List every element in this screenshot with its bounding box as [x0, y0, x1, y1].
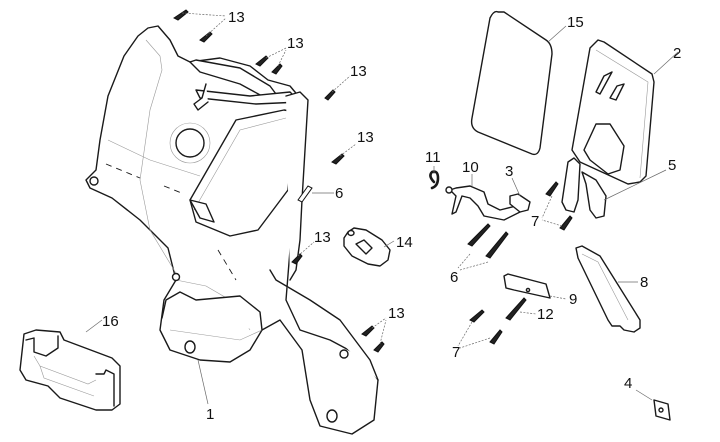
callout-3: 3	[505, 163, 513, 180]
callout-labels: 13 13 13 13 6 13 14 13 16 1 15 2 11 10 3…	[102, 9, 681, 423]
callout-13: 13	[228, 9, 245, 26]
callout-9: 9	[569, 291, 577, 308]
callout-13: 13	[388, 305, 405, 322]
callout-13: 13	[314, 229, 331, 246]
callout-12: 12	[537, 306, 554, 323]
part-16-storage-insert[interactable]	[19, 329, 121, 411]
screw-13-c	[255, 55, 269, 67]
callout-13: 13	[350, 63, 367, 80]
callout-5: 5	[668, 157, 676, 174]
part-1-inner-shield[interactable]	[85, 25, 379, 435]
part-15-door-panel[interactable]	[470, 10, 553, 156]
screw-6-b	[467, 223, 491, 247]
screw-6-c	[485, 231, 509, 259]
screw-13-h	[361, 325, 375, 337]
screw-6-a	[297, 185, 313, 203]
part-10-lock-rod[interactable]	[445, 185, 521, 221]
part-4-clip-nut[interactable]	[653, 399, 671, 421]
screw-13-b	[199, 31, 213, 43]
callout-15: 15	[567, 14, 584, 31]
callout-13: 13	[287, 35, 304, 52]
callout-16: 16	[102, 313, 119, 330]
screw-7-c	[469, 309, 485, 323]
callout-10: 10	[462, 159, 479, 176]
callout-7: 7	[531, 213, 539, 230]
screw-group-13[interactable]	[173, 9, 385, 353]
screw-13-d	[271, 63, 283, 75]
screw-group-6[interactable]	[297, 185, 509, 259]
callout-13: 13	[357, 129, 374, 146]
screw-7-a	[545, 181, 559, 197]
callout-14: 14	[396, 234, 413, 251]
screw-group-7[interactable]	[469, 181, 573, 345]
part-5-hinge-bracket[interactable]	[561, 157, 607, 219]
part-2-glove-box-door[interactable]	[571, 39, 655, 185]
callout-6: 6	[450, 269, 458, 286]
callout-1: 1	[206, 406, 214, 423]
callout-2: 2	[673, 45, 681, 62]
part-11-spring-clip[interactable]	[429, 170, 440, 190]
leader-lines	[85, 12, 679, 405]
callout-4: 4	[624, 375, 632, 392]
screw-13-a	[173, 9, 189, 21]
screw-13-e	[324, 89, 336, 101]
screw-13-i	[373, 341, 385, 353]
callout-6: 6	[335, 185, 343, 202]
callout-8: 8	[640, 274, 648, 291]
screw-12[interactable]	[505, 297, 527, 321]
screw-13-g	[291, 253, 303, 265]
part-3-latch-clip[interactable]	[509, 193, 531, 213]
callout-7: 7	[452, 344, 460, 361]
part-9-plate[interactable]	[503, 273, 551, 299]
callout-11: 11	[425, 149, 441, 166]
part-8-side-cover[interactable]	[575, 245, 641, 333]
screw-13-f	[331, 153, 345, 165]
screw-7-b	[559, 215, 573, 231]
part-14-grommet[interactable]	[343, 227, 391, 267]
screw-7-d	[489, 329, 503, 345]
